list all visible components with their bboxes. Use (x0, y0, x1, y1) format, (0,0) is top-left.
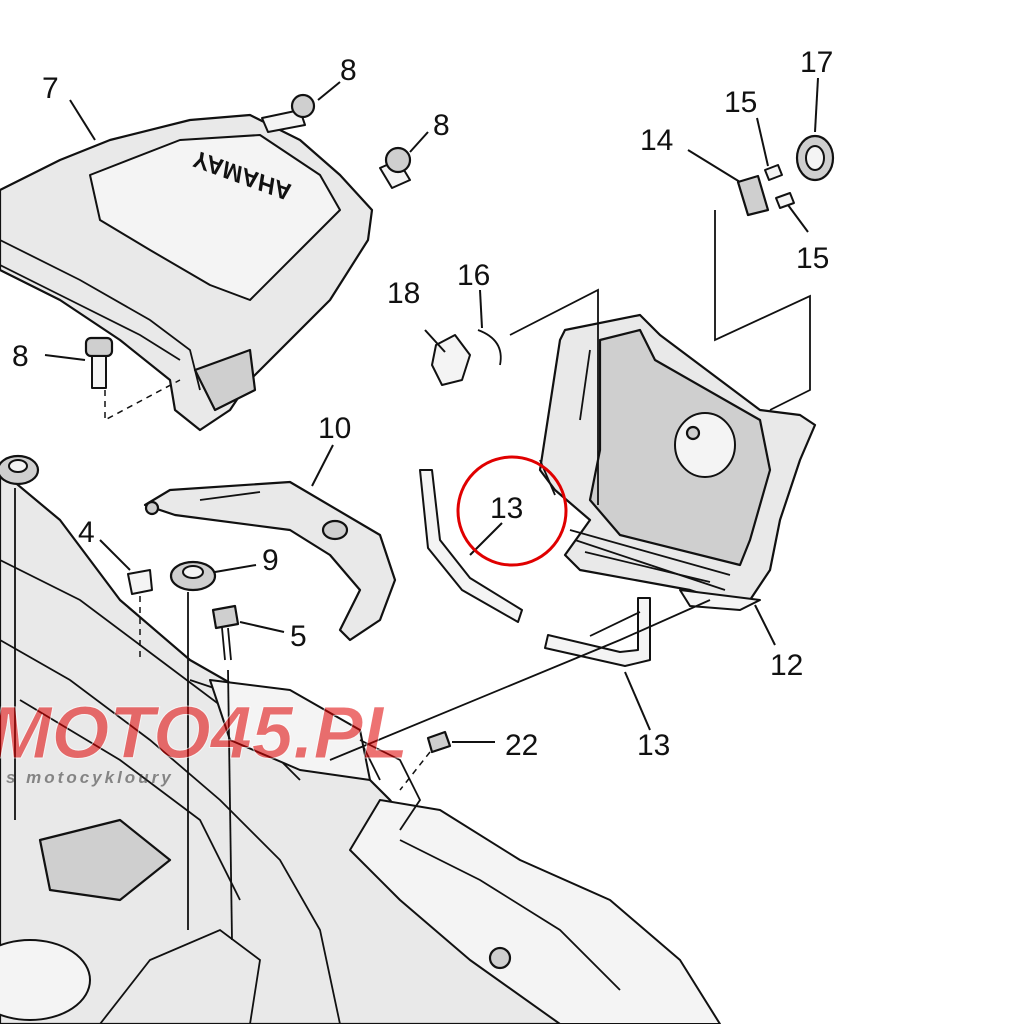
callout-22: 22 (505, 729, 538, 762)
callout-16: 16 (457, 259, 490, 292)
grommet-left (0, 454, 40, 820)
seat-cover-part-7: YAMAHA (0, 113, 374, 432)
rivet-part-8-left (84, 336, 181, 422)
callout-9: 9 (262, 544, 279, 577)
storage-box-part-12 (538, 313, 817, 611)
seal-part-13-vertical (419, 469, 523, 623)
leader-lines (44, 77, 819, 743)
rear-fender (0, 468, 721, 1024)
callouts: 7 8 8 8 10 4 9 5 18 16 14 15 15 17 13 13… (12, 46, 833, 762)
rivet-part-8-top (261, 93, 316, 133)
callout-17: 17 (800, 46, 833, 79)
bolt-part-5 (211, 604, 240, 941)
callout-4: 4 (78, 516, 95, 549)
bolt-part-22 (399, 730, 452, 791)
clip-part-4 (127, 569, 153, 660)
latch-part-14 (736, 174, 770, 217)
watermark: MOTO45.PL s motocykloury (0, 691, 409, 788)
rivet-part-8-mid (379, 146, 412, 189)
callout-15-upper: 15 (724, 86, 757, 119)
callout-5: 5 (290, 620, 307, 653)
callout-12: 12 (770, 649, 803, 682)
callout-13-circled: 13 (490, 492, 523, 525)
callout-8-top: 8 (340, 54, 357, 87)
highlight-circle (456, 455, 568, 567)
screw-part-15-lower (775, 192, 795, 209)
watermark-tagline: s motocykloury (6, 768, 174, 787)
seal-part-13-lower (544, 597, 651, 667)
lock-ring-part-17 (795, 134, 835, 182)
bracket-part-10 (143, 480, 397, 642)
clip-part-16 (477, 329, 502, 366)
grommet-part-9 (169, 560, 217, 930)
callout-8-mid: 8 (433, 109, 450, 142)
screw-part-15-upper (764, 164, 783, 181)
callout-15-lower: 15 (796, 242, 829, 275)
callout-18: 18 (387, 277, 420, 310)
callout-10: 10 (318, 412, 351, 445)
assembly-guides (329, 210, 811, 761)
callout-14: 14 (640, 124, 673, 157)
callout-13: 13 (637, 729, 670, 762)
watermark-brand: MOTO45.PL (0, 691, 408, 774)
callout-8-left: 8 (12, 340, 29, 373)
callout-7: 7 (42, 72, 59, 105)
